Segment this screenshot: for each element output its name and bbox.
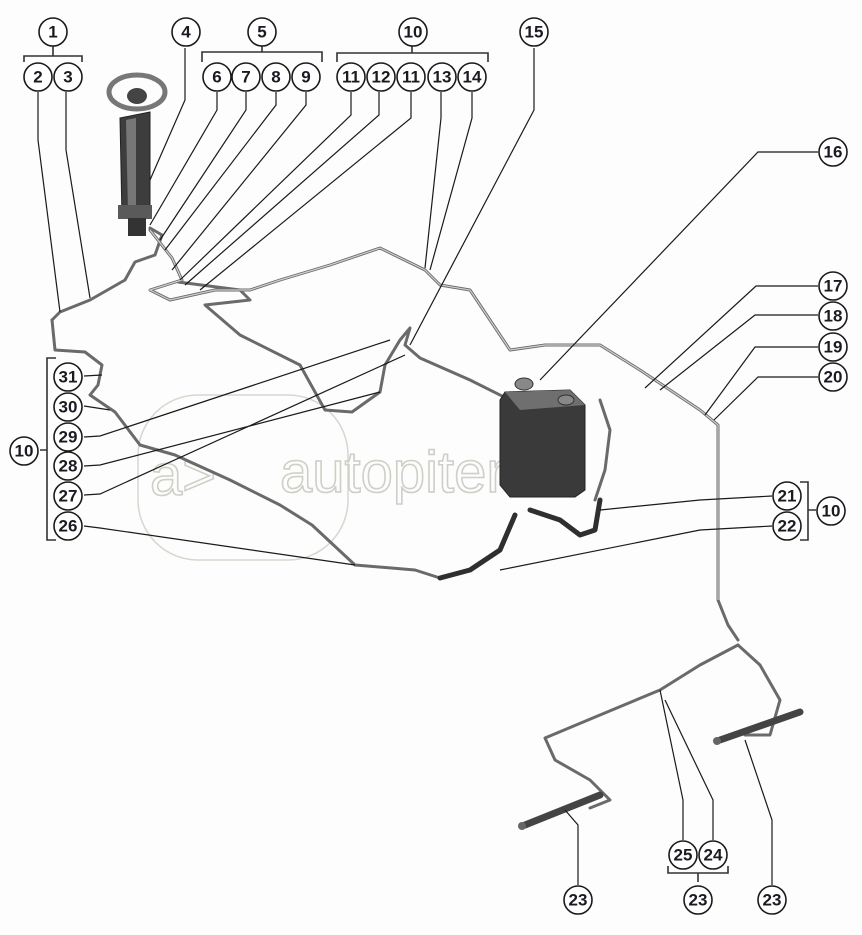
svg-text:16: 16 — [824, 143, 843, 162]
svg-text:12: 12 — [372, 68, 391, 87]
bracket-10-right — [800, 481, 816, 541]
svg-text:10: 10 — [15, 442, 34, 461]
callouts: 1 2 3 4 5 6 7 8 9 10 11 12 11 13 14 15 1… — [9, 17, 848, 915]
oil-tank — [499, 377, 586, 498]
steering-cylinders — [518, 708, 804, 830]
callout-23-right[interactable]: 23 — [757, 885, 787, 915]
svg-text:21: 21 — [778, 487, 797, 506]
callout-15[interactable]: 15 — [519, 17, 549, 47]
watermark-logo-icon — [137, 394, 349, 561]
callout-7[interactable]: 7 — [231, 62, 261, 92]
svg-text:10: 10 — [404, 23, 423, 42]
svg-text:29: 29 — [59, 428, 78, 447]
group-brackets — [23, 46, 816, 882]
svg-text:13: 13 — [433, 68, 452, 87]
callout-11a[interactable]: 11 — [336, 62, 366, 92]
callout-22[interactable]: 22 — [772, 511, 802, 541]
callout-9[interactable]: 9 — [291, 62, 321, 92]
svg-text:10: 10 — [822, 502, 841, 521]
bracket-10-top — [336, 46, 489, 62]
svg-text:28: 28 — [59, 457, 78, 476]
svg-text:24: 24 — [704, 846, 723, 865]
callout-16[interactable]: 16 — [818, 137, 848, 167]
callout-19[interactable]: 19 — [818, 332, 848, 362]
svg-text:19: 19 — [824, 338, 843, 357]
svg-text:7: 7 — [241, 68, 250, 87]
callout-30[interactable]: 30 — [53, 392, 83, 422]
callout-5[interactable]: 5 — [247, 17, 277, 47]
callout-28[interactable]: 28 — [53, 451, 83, 481]
callout-27[interactable]: 27 — [53, 481, 83, 511]
svg-text:8: 8 — [271, 68, 280, 87]
callout-2[interactable]: 2 — [23, 62, 53, 92]
callout-10-top[interactable]: 10 — [398, 17, 428, 47]
callout-17[interactable]: 17 — [818, 271, 848, 301]
svg-text:5: 5 — [257, 23, 266, 42]
svg-text:15: 15 — [525, 23, 544, 42]
hoses — [437, 497, 603, 581]
pipe-lines — [50, 226, 782, 810]
callout-12[interactable]: 12 — [366, 62, 396, 92]
svg-text:18: 18 — [824, 307, 843, 326]
callout-24[interactable]: 24 — [698, 840, 728, 870]
callout-31[interactable]: 31 — [53, 362, 83, 392]
callout-13[interactable]: 13 — [427, 62, 457, 92]
callout-14[interactable]: 14 — [457, 62, 487, 92]
leader-lines — [37, 48, 818, 885]
bracket-1 — [23, 46, 83, 62]
callout-10-left[interactable]: 10 — [9, 436, 39, 466]
callout-20[interactable]: 20 — [818, 362, 848, 392]
callout-4[interactable]: 4 — [171, 17, 201, 47]
callout-18[interactable]: 18 — [818, 301, 848, 331]
bracket-5 — [201, 46, 323, 62]
svg-text:20: 20 — [824, 368, 843, 387]
callout-3[interactable]: 3 — [53, 62, 83, 92]
svg-text:23: 23 — [569, 891, 588, 910]
callout-1[interactable]: 1 — [38, 17, 68, 47]
svg-text:17: 17 — [824, 277, 843, 296]
svg-text:25: 25 — [674, 846, 693, 865]
svg-text:27: 27 — [59, 487, 78, 506]
svg-text:23: 23 — [763, 891, 782, 910]
svg-text:11: 11 — [342, 68, 360, 87]
callout-26[interactable]: 26 — [53, 511, 83, 541]
callout-8[interactable]: 8 — [261, 62, 291, 92]
svg-text:4: 4 — [181, 23, 191, 42]
watermark-logo-glyph: a> — [150, 443, 216, 508]
svg-text:2: 2 — [33, 68, 42, 87]
bracket-10-left — [40, 357, 56, 541]
svg-text:11: 11 — [402, 68, 420, 87]
callout-25[interactable]: 25 — [668, 840, 698, 870]
callout-6[interactable]: 6 — [202, 62, 232, 92]
svg-text:14: 14 — [463, 68, 482, 87]
svg-text:26: 26 — [59, 517, 78, 536]
svg-text:9: 9 — [301, 68, 310, 87]
svg-text:6: 6 — [212, 68, 221, 87]
steering-wheel-icon — [106, 72, 168, 112]
svg-text:30: 30 — [59, 398, 78, 417]
svg-text:3: 3 — [63, 68, 72, 87]
callout-21[interactable]: 21 — [772, 481, 802, 511]
bracket-23 — [667, 866, 729, 882]
svg-text:31: 31 — [59, 368, 78, 387]
svg-text:23: 23 — [689, 891, 708, 910]
callout-11b[interactable]: 11 — [396, 62, 426, 92]
svg-text:22: 22 — [778, 517, 797, 536]
svg-text:1: 1 — [48, 23, 57, 42]
callout-29[interactable]: 29 — [53, 422, 83, 452]
callout-10-right[interactable]: 10 — [816, 496, 846, 526]
callout-23-center[interactable]: 23 — [683, 885, 713, 915]
callout-23-left[interactable]: 23 — [563, 885, 593, 915]
steering-column — [106, 72, 168, 236]
